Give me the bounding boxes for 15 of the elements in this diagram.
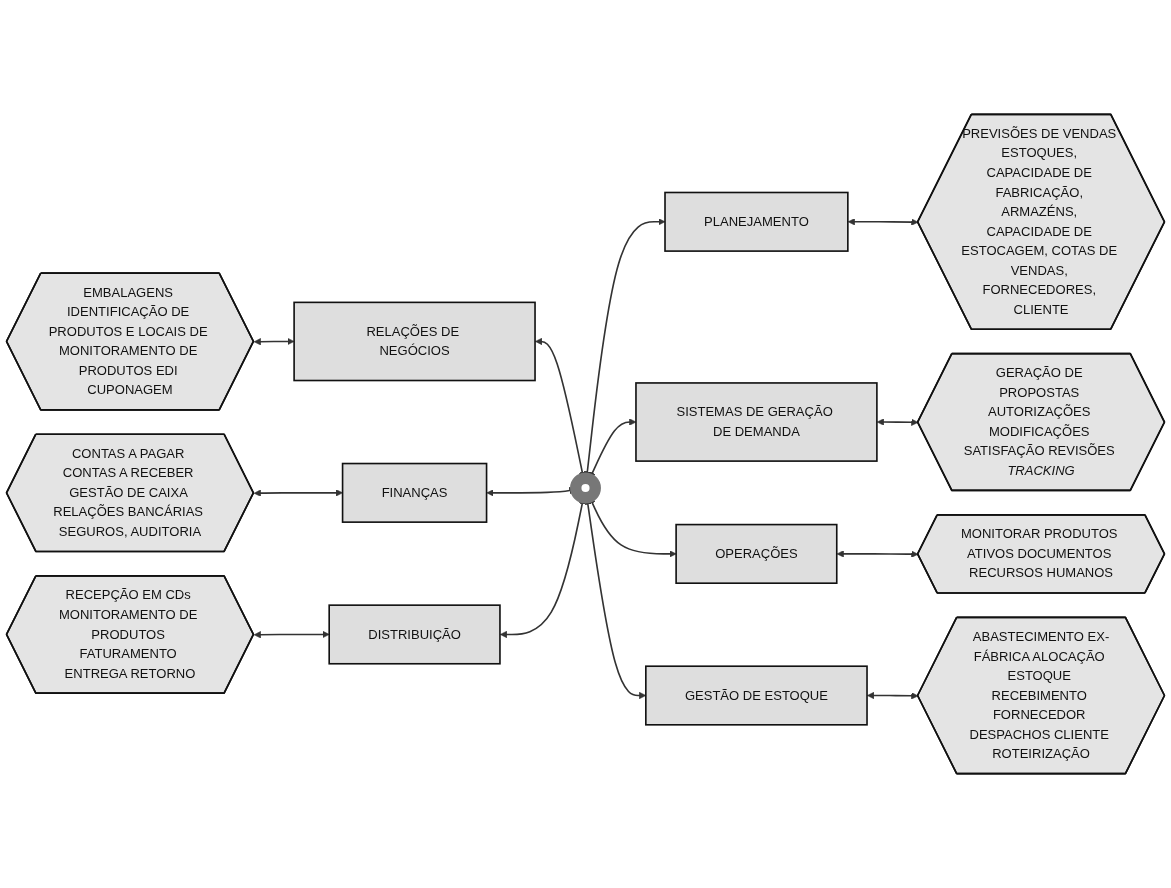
- arrow: [876, 418, 919, 426]
- node-box: SISTEMAS DE GERAÇÃO DE DEMANDA: [635, 382, 878, 462]
- node-box: PLANEJAMENTO: [664, 191, 849, 252]
- node-box: FINANÇAS: [341, 462, 488, 523]
- arrow: [847, 218, 919, 226]
- node-box: DISTRIBUIÇÃO: [328, 604, 501, 665]
- node-box: GESTÃO DE ESTOQUE: [645, 665, 868, 726]
- arrow: [253, 489, 343, 497]
- node-box: OPERAÇÕES: [675, 523, 838, 584]
- node-box: RELAÇÕES DE NEGÓCIOS: [293, 301, 536, 382]
- arrow: [836, 550, 919, 558]
- arrow: [253, 630, 330, 639]
- arrow: [253, 337, 295, 346]
- node-circle: [570, 472, 601, 504]
- arrow: [867, 691, 919, 700]
